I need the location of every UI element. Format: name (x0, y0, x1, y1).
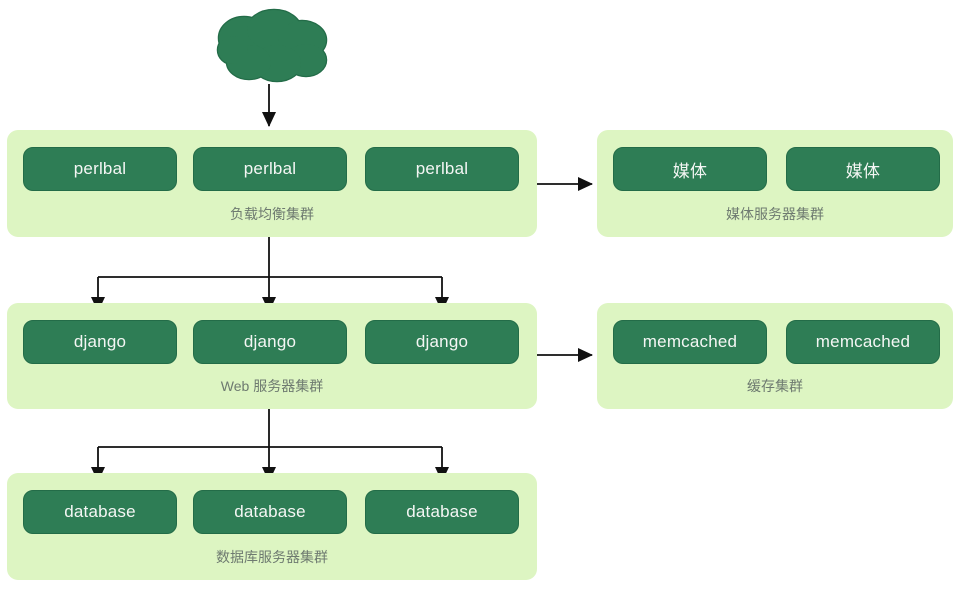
cluster-media-servers: 媒体 媒体 媒体服务器集群 (597, 130, 953, 237)
node-django-3: django (365, 320, 519, 364)
cluster-cache: memcached memcached 缓存集群 (597, 303, 953, 409)
node-memcached-2: memcached (786, 320, 940, 364)
edge-web-to-database (91, 409, 449, 482)
node-perlbal-2: perlbal (193, 147, 347, 191)
cluster-load-balancer: perlbal perlbal perlbal 负载均衡集群 (7, 130, 537, 237)
edge-load-balancer-to-web (91, 237, 449, 312)
cluster-label-database-servers: 数据库服务器集群 (216, 549, 328, 565)
node-media-2: 媒体 (786, 147, 940, 191)
node-database-1: database (23, 490, 177, 534)
cluster-label-media-servers: 媒体服务器集群 (726, 206, 824, 222)
node-database-3: database (365, 490, 519, 534)
node-database-2: database (193, 490, 347, 534)
cluster-label-load-balancer: 负载均衡集群 (230, 206, 314, 222)
node-django-2: django (193, 320, 347, 364)
internet-cloud-icon (216, 8, 328, 83)
cluster-database-servers: database database database 数据库服务器集群 (7, 473, 537, 580)
cluster-web-servers: django django django Web 服务器集群 (7, 303, 537, 409)
node-django-1: django (23, 320, 177, 364)
cluster-label-cache: 缓存集群 (747, 378, 803, 394)
node-media-1: 媒体 (613, 147, 767, 191)
cluster-label-web-servers: Web 服务器集群 (220, 378, 324, 394)
node-perlbal-3: perlbal (365, 147, 519, 191)
node-memcached-1: memcached (613, 320, 767, 364)
node-perlbal-1: perlbal (23, 147, 177, 191)
